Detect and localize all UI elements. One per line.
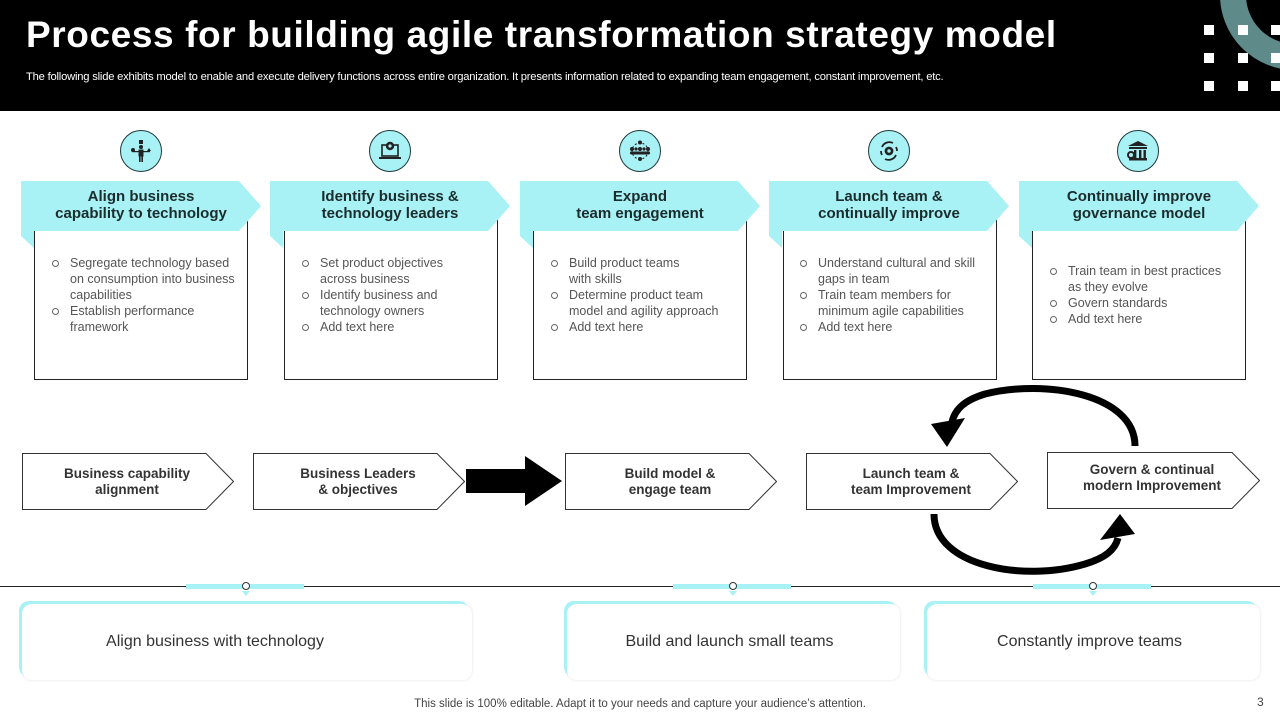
- card-bullet-list: Segregate technology based on consumptio…: [50, 255, 235, 335]
- card-title-line: Identify business &: [321, 188, 459, 205]
- decorative-dot: [1271, 53, 1280, 63]
- bullet-item: Identify business and technology owners: [300, 287, 480, 319]
- timeline-dot: [729, 582, 737, 590]
- card-bullet-list: Understand cultural and skill gaps in te…: [798, 255, 983, 335]
- timeline-dot: [242, 582, 250, 590]
- flow-step-4: Launch team &team Improvement: [806, 453, 1018, 510]
- flow-label-line: Govern & continual: [1089, 461, 1215, 477]
- card-body: [533, 216, 747, 380]
- timeline-line: [0, 586, 1280, 587]
- timeline-dot: [1089, 582, 1097, 590]
- flow-label-line: Launch team &: [862, 465, 960, 481]
- flow-label-line: modern Improvement: [1082, 477, 1222, 493]
- card-title-line: technology leaders: [321, 205, 459, 222]
- bullet-item: Add text here: [549, 319, 734, 335]
- person-balancing-icon: [120, 130, 162, 172]
- card-body: [34, 216, 248, 380]
- summary-label: Constantly improve teams: [997, 633, 1182, 650]
- bullet-item: Add text here: [798, 319, 983, 335]
- laptop-gear-icon: [369, 130, 411, 172]
- page-number: 3: [1257, 695, 1264, 709]
- decorative-dot: [1271, 25, 1280, 35]
- flow-step-3: Build model &engage team: [565, 453, 777, 510]
- decorative-dot: [1238, 53, 1248, 63]
- bullet-item: Segregate technology based on consumptio…: [50, 255, 235, 303]
- bank-governance-icon: [1117, 130, 1159, 172]
- card-header: Launch team &continually improve: [769, 181, 1009, 248]
- bullet-item: Build product teams with skills: [549, 255, 734, 287]
- flow-label-line: engage team: [628, 481, 712, 497]
- card-title-line: Expand: [612, 188, 668, 205]
- timeline-pointer: [729, 591, 737, 596]
- card-title-line: Launch team &: [835, 188, 943, 205]
- flow-label-line: Business Leaders: [300, 465, 416, 481]
- summary-card-2: Build and launch small teams: [567, 604, 900, 680]
- timeline-pointer: [242, 591, 250, 596]
- page-title: Process for building agile transformatio…: [26, 14, 1057, 55]
- decorative-dot: [1271, 81, 1280, 91]
- footer-note: This slide is 100% editable. Adapt it to…: [414, 698, 866, 710]
- summary-card-1: Align business with technology: [22, 604, 472, 680]
- timeline-pointer: [1089, 591, 1097, 596]
- card-title-line: Continually improve: [1066, 188, 1212, 205]
- decorative-dot: [1238, 25, 1248, 35]
- flow-label-line: Business capability: [63, 465, 191, 481]
- card-bullet-list: Train team in best practices as they evo…: [1048, 263, 1223, 327]
- card-bullet-list: Build product teams with skills Determin…: [549, 255, 734, 335]
- decorative-dot: [1204, 81, 1214, 91]
- flow-label-line: alignment: [95, 481, 159, 497]
- bullet-item: Set product objectives across business: [300, 255, 480, 287]
- card-bullet-list: Set product objectives across business I…: [300, 255, 480, 335]
- flow-label-line: & objectives: [318, 481, 398, 497]
- summary-label: Build and launch small teams: [625, 633, 834, 650]
- bullet-item: Train team members for minimum agile cap…: [798, 287, 983, 319]
- flow-label-line: team Improvement: [850, 481, 972, 497]
- decorative-dot: [1204, 25, 1214, 35]
- summary-card-3: Constantly improve teams: [927, 604, 1260, 680]
- card-body: [284, 216, 498, 380]
- card-title-line: governance model: [1072, 205, 1206, 222]
- flow-step-2: Business Leaders& objectives: [253, 453, 465, 510]
- flow-label-line: Build model &: [624, 465, 716, 481]
- bullet-item: Understand cultural and skill gaps in te…: [798, 255, 983, 287]
- summary-label: Align business with technology: [106, 633, 324, 650]
- bullet-item: Train team in best practices as they evo…: [1048, 263, 1223, 295]
- page-subtitle: The following slide exhibits model to en…: [26, 71, 944, 83]
- bullet-item: Govern standards: [1048, 295, 1223, 311]
- team-network-icon: [619, 130, 661, 172]
- bullet-item: Add text here: [300, 319, 480, 335]
- card-body: [1032, 216, 1246, 380]
- decorative-dot: [1238, 81, 1248, 91]
- slide-header: Process for building agile transformatio…: [0, 0, 1280, 111]
- bullet-item: Determine product team model and agility…: [549, 287, 734, 319]
- right-arrow-icon: [466, 456, 564, 511]
- cycle-arrow-bottom-icon: [925, 512, 1145, 583]
- card-title-line: capability to technology: [55, 205, 227, 222]
- card-title-line: Align business: [87, 188, 195, 205]
- bullet-item: Establish performance framework: [50, 303, 235, 335]
- card-body: [783, 216, 997, 380]
- card-title-line: team engagement: [576, 205, 704, 222]
- card-title-line: continually improve: [818, 205, 960, 222]
- decorative-dot: [1204, 53, 1214, 63]
- bullet-item: Add text here: [1048, 311, 1223, 327]
- cycle-arrow-top-icon: [925, 384, 1145, 455]
- gear-cycle-icon: [868, 130, 910, 172]
- card-header: Identify business &technology leaders: [270, 181, 510, 248]
